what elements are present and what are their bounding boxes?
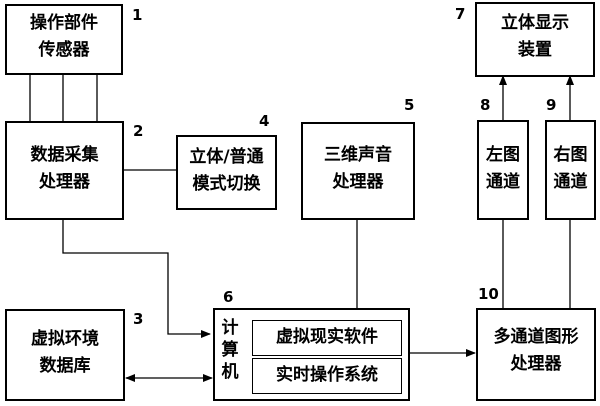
mode-switch-number: 4 bbox=[259, 112, 270, 130]
graphics-processor-block bbox=[476, 308, 596, 401]
realtime-os-box bbox=[252, 358, 402, 394]
stereo-display-number: 7 bbox=[455, 5, 466, 23]
data-acquisition-block bbox=[5, 121, 124, 220]
computer-label: 计 算 机 bbox=[221, 318, 239, 382]
left-channel-number: 8 bbox=[480, 96, 491, 114]
vr-software-box bbox=[252, 320, 402, 356]
left-channel-block bbox=[477, 120, 529, 220]
left-channel-label: 左图 通道 bbox=[486, 145, 520, 192]
data-acquisition-label: 数据采集 处理器 bbox=[30, 145, 99, 192]
sound-processor-block bbox=[301, 122, 415, 220]
sound-processor-label: 三维声音 处理器 bbox=[324, 145, 392, 192]
vr-database-label: 虚拟环境 数据库 bbox=[31, 329, 99, 376]
mode-switch-label: 立体/普通 模式切换 bbox=[189, 147, 264, 194]
operation-sensor-label: 操作部件 传感器 bbox=[30, 13, 98, 60]
stereo-display-label: 立体显示 装置 bbox=[501, 13, 569, 60]
graphics-processor-number: 10 bbox=[478, 285, 499, 303]
mode-switch-block bbox=[176, 135, 277, 210]
vr-database-number: 3 bbox=[133, 310, 144, 328]
right-channel-label: 右图 通道 bbox=[553, 145, 588, 192]
data-acquisition-number: 2 bbox=[133, 122, 144, 140]
computer-number: 6 bbox=[223, 288, 234, 306]
realtime-os-label: 实时操作系统 bbox=[276, 365, 378, 385]
right-channel-number: 9 bbox=[546, 96, 557, 114]
operation-sensor-number: 1 bbox=[132, 6, 143, 24]
stereo-display-block bbox=[475, 2, 595, 77]
vr-database-block bbox=[5, 309, 125, 401]
acquisition-to-computer-arrow bbox=[62, 219, 211, 338]
operation-sensor-block bbox=[5, 4, 123, 75]
graphics-processor-label: 多通道图形 处理器 bbox=[493, 327, 579, 374]
right-channel-block bbox=[545, 120, 596, 220]
vr-software-label: 虚拟现实软件 bbox=[276, 327, 378, 347]
sound-processor-number: 5 bbox=[404, 96, 415, 114]
